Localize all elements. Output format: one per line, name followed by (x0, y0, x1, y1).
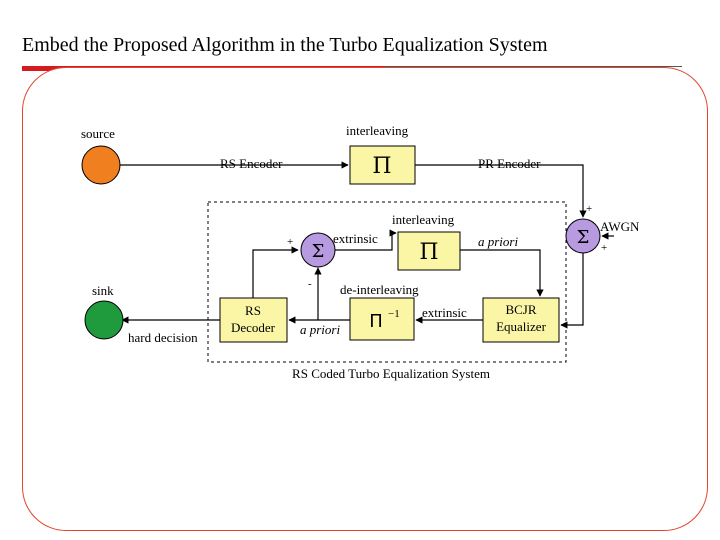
interleaver-to-awgn-line (415, 164, 587, 218)
interleaver-to-bcjr-line (460, 249, 544, 297)
slide-title: Embed the Proposed Algorithm in the Turb… (22, 34, 548, 56)
rs-encoder-label: RS Encoder (220, 156, 283, 171)
awgn-to-bcjr-line (560, 253, 584, 329)
bcjr-label-line1: BCJR (505, 302, 536, 317)
bcjr-label-line2: Equalizer (496, 319, 546, 334)
deinterleaver-pi-symbol: Π (369, 311, 383, 332)
interleaver-symbol-top: Π (372, 154, 391, 179)
de-interleaving-label: de-interleaving (340, 282, 419, 297)
summer-minus-label: - (308, 278, 312, 290)
deinterleaver-block (349, 297, 415, 341)
rs-decoder-label-line2: Decoder (231, 320, 276, 335)
source-node (81, 145, 121, 185)
interleaving-label-top: interleaving (346, 123, 409, 138)
source-label: source (81, 126, 115, 141)
interleaver-symbol-inner: Π (419, 240, 438, 265)
awgn-label: AWGN (600, 219, 640, 234)
hard-decision-label: hard decision (128, 330, 198, 345)
system-boundary (207, 201, 567, 363)
rs-decoder-label-line1: RS (245, 303, 261, 318)
sink-label: sink (92, 283, 114, 298)
interleaver-block-inner (397, 231, 461, 271)
system-caption: RS Coded Turbo Equalization System (292, 366, 490, 381)
awgn-plus-side: + (601, 242, 607, 254)
interleaving-label-inner: interleaving (392, 212, 455, 227)
summer-plus-label: + (287, 236, 293, 248)
extrinsic-label-upper: extrinsic (333, 231, 378, 246)
summer-to-interleaver-line (335, 229, 397, 251)
awgn-plus-top: + (586, 203, 592, 215)
awgn-sigma-symbol: Σ (577, 227, 590, 248)
interleaver-block-top (349, 145, 416, 185)
sink-node (84, 300, 124, 340)
a-priori-label-upper: a priori (478, 234, 518, 249)
deinterleaver-inverse-exponent: −1 (388, 308, 400, 320)
extrinsic-sigma-symbol: Σ (312, 241, 325, 262)
a-priori-label-lower: a priori (300, 322, 340, 337)
rs-decoder-to-summer-line (252, 246, 299, 298)
extrinsic-label-lower: extrinsic (422, 305, 467, 320)
pr-encoder-label: PR Encoder (478, 156, 541, 171)
rs-decoder-block (219, 297, 288, 343)
